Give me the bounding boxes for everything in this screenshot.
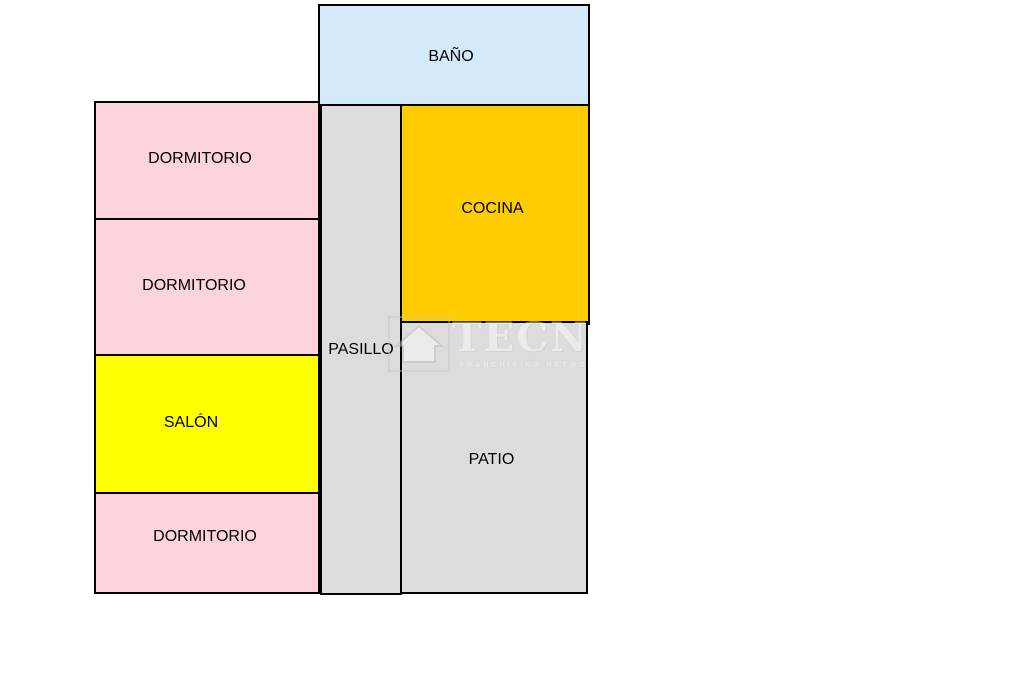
room-cocina: COCINA (399, 104, 590, 325)
room-pasillo: PASILLO (320, 104, 402, 595)
room-label-patio: PATIO (468, 450, 515, 468)
room-label-dormitorio-1: DORMITORIO (148, 150, 252, 167)
room-bano: BAÑO (318, 4, 590, 106)
room-label-pasillo: PASILLO (328, 340, 394, 358)
room-dormitorio-3: DORMITORIO (94, 492, 320, 594)
room-dormitorio-2: DORMITORIO (94, 218, 320, 357)
room-salon: SALÓN (94, 354, 320, 495)
room-label-salon: SALÓN (163, 413, 219, 431)
room-dormitorio-1: DORMITORIO (94, 101, 320, 221)
room-label-dormitorio-2: DORMITORIO (142, 276, 246, 294)
room-label-cocina: COCINA (461, 199, 524, 217)
room-label-bano: BAÑO (428, 48, 474, 65)
room-label-dormitorio-3: DORMITORIO (153, 528, 257, 545)
room-patio: PATIO (399, 321, 588, 594)
